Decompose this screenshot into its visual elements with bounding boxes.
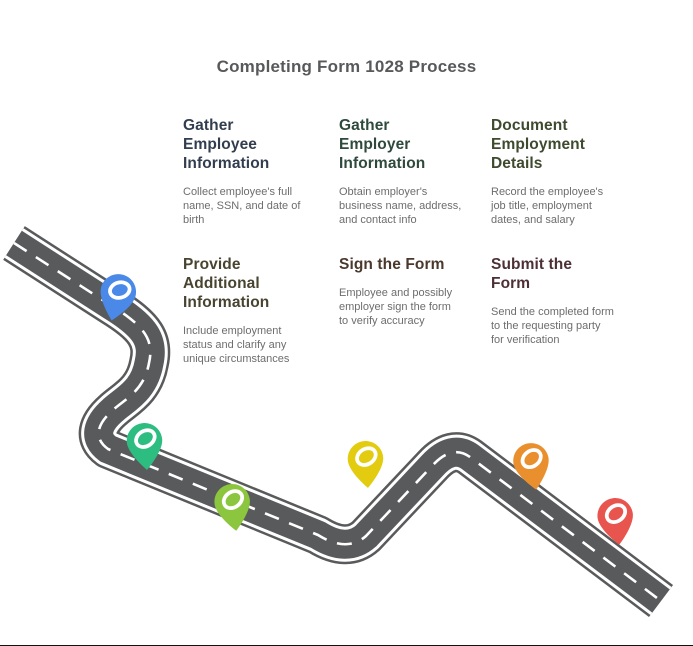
yellow-location-pin-icon xyxy=(347,441,384,488)
step-5-description: Employee and possibly employer sign the … xyxy=(339,287,453,327)
step-1-gather-employee-information: Gather Employee Information Collect empl… xyxy=(183,116,315,227)
step-6-heading: Submit the Form xyxy=(491,256,573,292)
step-2-description: Obtain employer's business name, address… xyxy=(339,186,462,226)
step-4-heading: Provide Additional Information xyxy=(183,256,270,311)
red-location-pin-icon xyxy=(597,498,633,545)
step-2-heading: Gather Employer Information xyxy=(339,117,426,172)
page-title: Completing Form 1028 Process xyxy=(216,57,477,76)
step-3-description: Record the employee's job title, employm… xyxy=(491,186,604,226)
step-1-heading: Gather Employee Information xyxy=(183,117,270,172)
step-4-provide-additional-information: Provide Additional Information Include e… xyxy=(183,255,315,366)
step-3-heading: Document Employment Details xyxy=(491,117,586,172)
orange-location-pin-icon xyxy=(513,443,549,490)
step-4-description: Include employment status and clarify an… xyxy=(183,325,290,365)
step-1-description: Collect employee's full name, SSN, and d… xyxy=(183,186,301,226)
step-6-description: Send the completed form to the requestin… xyxy=(491,306,614,346)
step-5-heading: Sign the Form xyxy=(339,256,445,273)
green-location-pin-icon xyxy=(126,423,163,470)
step-6-submit-the-form: Submit the Form Send the completed form … xyxy=(491,255,623,347)
step-2-gather-employer-information: Gather Employer Information Obtain emplo… xyxy=(339,116,471,227)
step-5-sign-the-form: Sign the Form Employee and possibly empl… xyxy=(339,255,471,328)
light-green-location-pin-icon xyxy=(214,484,250,531)
blue-location-pin-icon xyxy=(100,274,137,321)
step-3-document-employment-details: Document Employment Details Record the e… xyxy=(491,116,623,227)
